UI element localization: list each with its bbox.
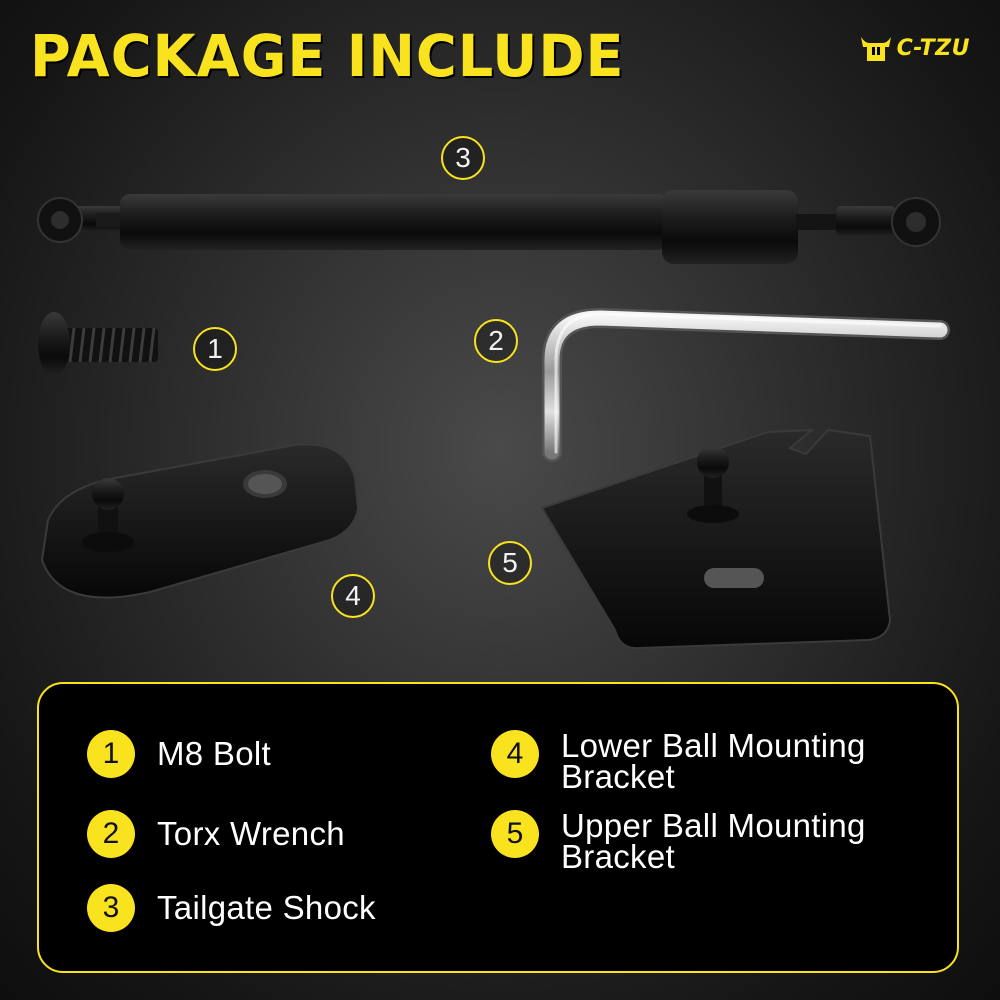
brand-logo: C-TZU [859, 33, 970, 63]
tailgate-shock-image [37, 190, 941, 264]
list-item: 2 Torx Wrench [87, 810, 457, 858]
lower-ball-bracket-image [40, 443, 360, 599]
list-item: 4 Lower Ball Mounting Bracket [491, 727, 921, 795]
item-label: Tailgate Shock [157, 889, 376, 926]
list-item: 5 Upper Ball Mounting Bracket [491, 807, 921, 875]
callout-upper-bracket: 5 [488, 541, 532, 585]
torx-wrench-image [542, 307, 950, 462]
item-label: M8 Bolt [157, 735, 271, 772]
brand-name: C-TZU [896, 35, 970, 61]
item-label: Upper Ball Mounting Bracket [561, 807, 866, 875]
callout-lower-bracket: 4 [331, 574, 375, 618]
item-number-badge: 1 [87, 730, 135, 778]
list-item: 3 Tailgate Shock [87, 884, 477, 932]
item-label: Lower Ball Mounting Bracket [561, 727, 866, 795]
callout-wrench: 2 [474, 319, 518, 363]
callout-shock: 3 [441, 136, 485, 180]
package-contents-panel: 1 M8 Bolt 2 Torx Wrench 3 Tailgate Shock… [37, 682, 959, 973]
item-label: Torx Wrench [157, 815, 345, 852]
m8-bolt-image [38, 312, 158, 376]
list-item: 1 M8 Bolt [87, 730, 457, 778]
item-number-badge: 3 [87, 884, 135, 932]
page-title: PACKAGE INCLUDE [30, 22, 625, 90]
callout-bolt: 1 [193, 327, 237, 371]
bull-logo-icon [860, 37, 891, 61]
upper-ball-bracket-image [540, 428, 892, 650]
item-number-badge: 2 [87, 810, 135, 858]
item-number-badge: 5 [491, 810, 539, 858]
item-number-badge: 4 [491, 730, 539, 778]
